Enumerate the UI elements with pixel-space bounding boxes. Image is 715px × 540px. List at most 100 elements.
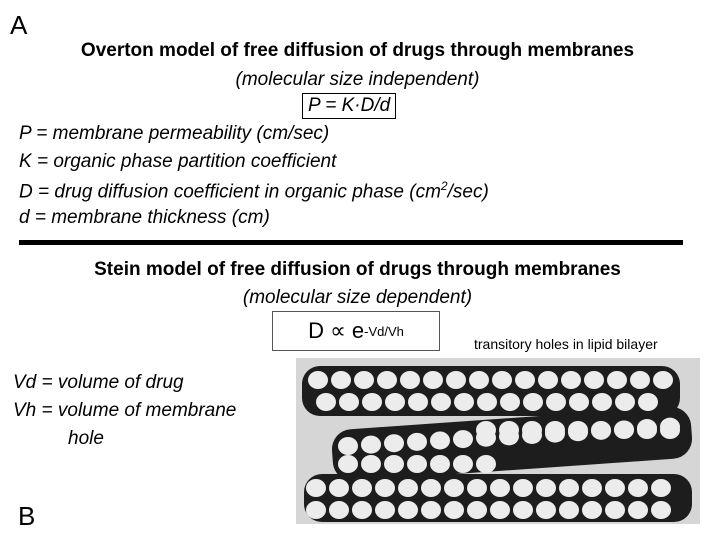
bilayer-head-group [444,479,464,497]
bilayer-head-group [582,501,602,519]
section-divider [19,240,683,245]
bilayer-head-group [316,393,336,411]
bilayer-head-group [615,393,635,411]
bilayer-head-group [638,393,658,411]
bilayer-head-group [306,501,326,519]
bilayer-head-group [407,432,427,451]
bilayer-head-group [361,455,381,473]
bilayer-head-group [384,434,404,453]
bilayer-head-group [637,419,657,438]
bilayer-head-group [651,479,671,497]
bilayer-head-group [605,479,625,497]
bilayer-head-group [559,501,579,519]
overton-formula: P = K·D/d [302,93,397,119]
bilayer-head-group [352,479,372,497]
bilayer-head-group [515,371,535,389]
bilayer-head-group [536,501,556,519]
bilayer-head-group [454,393,474,411]
overton-def-k: K = organic phase partition coefficient [19,151,337,172]
bilayer-head-group [538,371,558,389]
bilayer-head-group [338,455,358,473]
bilayer-head-group [651,501,671,519]
bilayer-head-group [444,501,464,519]
bilayer-head-group [339,393,359,411]
stein-formula-base: D ∝ e [308,318,365,343]
bilayer-head-group [408,393,428,411]
bilayer-head-group [361,435,381,454]
bilayer-head-group [398,501,418,519]
bilayer-head-group [592,393,612,411]
bilayer-head-group [421,479,441,497]
bilayer-head-group [561,371,581,389]
bilayer-head-group [398,479,418,497]
bilayer-head-group [354,371,374,389]
bilayer-head-group [375,479,395,497]
bilayer-head-group [559,479,579,497]
bilayer-head-group [306,479,326,497]
bilayer-head-group [605,501,625,519]
panel-label-a: A [10,10,28,40]
bilayer-head-group [492,371,512,389]
bilayer-head-group [582,479,602,497]
overton-def-p: P = membrane permeability (cm/sec) [19,123,330,144]
bilayer-head-group [607,371,627,389]
bilayer-head-group [628,501,648,519]
stein-title: Stein model of free diffusion of drugs t… [94,259,621,280]
bilayer-head-group [430,455,450,473]
stein-subtitle: (molecular size dependent) [242,287,473,308]
bilayer-head-group [469,371,489,389]
bilayer-head-group [523,393,543,411]
bilayer-head-group [546,393,566,411]
bilayer-head-group [513,479,533,497]
bilayer-head-group [407,455,427,473]
bilayer-head-group [377,371,397,389]
bilayer-head-group [352,501,372,519]
bilayer-head-group [362,393,382,411]
bilayer-head-group [522,425,542,444]
bilayer-head-group [490,501,510,519]
stein-formula: D ∝ e-Vd/Vh [272,311,440,351]
bilayer-head-group [536,479,556,497]
bilayer-head-group [331,371,351,389]
bilayer-head-group [500,393,520,411]
bilayer-head-group [591,421,611,440]
bilayer-head-group [476,455,496,473]
bilayer-head-group [453,455,473,473]
bilayer-head-group [499,427,519,446]
bilayer-head-group [569,393,589,411]
bilayer-head-group [584,371,604,389]
bilayer-head-group [477,393,497,411]
bilayer-head-group [400,371,420,389]
bilayer-head-group [490,479,510,497]
bilayer-head-group [545,424,565,443]
bilayer-head-group [446,371,466,389]
bilayer-head-group [453,430,473,449]
bilayer-head-group [568,423,588,442]
bilayer-head-group [385,393,405,411]
bilayer-head-group [329,501,349,519]
bilayer-head-group [467,479,487,497]
bilayer-head-group [513,501,533,519]
overton-title: Overton model of free diffusion of drugs… [80,40,635,61]
bilayer-head-group [653,371,673,389]
bilayer-head-group [423,371,443,389]
stein-def-vd: Vd = volume of drug [13,372,184,393]
stein-def-vh: Vh = volume of membrane [13,400,237,421]
bilayer-head-group [308,371,328,389]
bilayer-head-group [614,420,634,439]
bilayer-head-group [660,417,680,436]
bilayer-head-group [338,437,358,455]
bilayer-head-group [467,501,487,519]
bilayer-head-group [628,479,648,497]
panel-label-b: B [18,501,36,531]
lipid-bilayer-micrograph [296,358,700,524]
overton-def-d-tail: /sec) [447,181,489,203]
overton-def-d: D = drug diffusion coefficient in organi… [19,179,489,203]
bilayer-head-group [476,428,496,447]
bilayer-head-group [375,501,395,519]
overton-def-thickness: d = membrane thickness (cm) [19,207,270,228]
bilayer-head-group [421,501,441,519]
bilayer-head-group [431,393,451,411]
bilayer-head-group [430,431,450,450]
bilayer-head-group [329,479,349,497]
